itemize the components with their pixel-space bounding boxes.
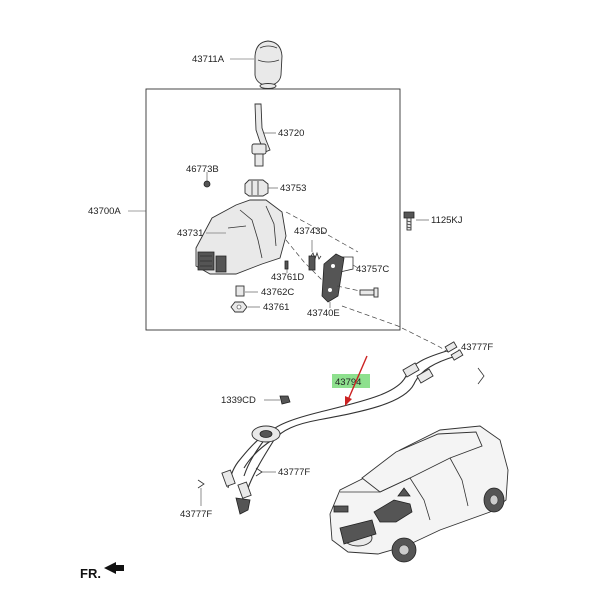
label-assembly: 43700A [88,206,121,217]
label-plate: 43740E [307,308,340,319]
bushing [235,285,245,297]
clip-top [203,180,211,188]
spring [308,251,322,271]
shift-cables [221,341,464,515]
pin-right [339,256,354,273]
assembly-box [145,88,401,331]
label-clip-left: 43777F [180,509,212,520]
label-clip-right: 43777F [461,342,493,353]
red-arrow-head [345,396,352,406]
shift-lever [251,103,271,167]
car-illustration [329,425,509,563]
label-pin-right: 43757C [356,264,389,275]
label-pin-small: 43761D [271,272,304,283]
label-knob: 43711A [192,54,225,65]
bracket-base [195,199,287,275]
grommet-bolt [279,395,291,405]
clip-right [477,367,485,385]
shift-knob [254,40,283,89]
nut [230,301,248,313]
select-plate [321,253,345,303]
pin-long [359,287,379,298]
front-arrow-icon [104,562,124,574]
boot [244,179,269,197]
pin-small [284,260,289,270]
label-spring: 43743D [294,226,327,237]
label-nut: 43761 [263,302,289,313]
label-bushing: 43762C [261,287,294,298]
clip-left [197,479,205,489]
label-clip-mid: 43777F [278,467,310,478]
label-cable: 43794 [335,377,361,388]
direction-label: FR. [80,566,101,581]
label-bracket: 43731 [177,228,203,239]
label-bolt: 1125KJ [431,215,463,226]
highlight-43794 [332,374,370,388]
bolt [403,211,415,231]
label-boot: 43753 [280,183,306,194]
label-lever: 43720 [278,128,304,139]
label-clip-top: 46773B [186,164,219,175]
label-grommet: 1339CD [221,395,256,406]
red-arrow-line [347,355,368,401]
